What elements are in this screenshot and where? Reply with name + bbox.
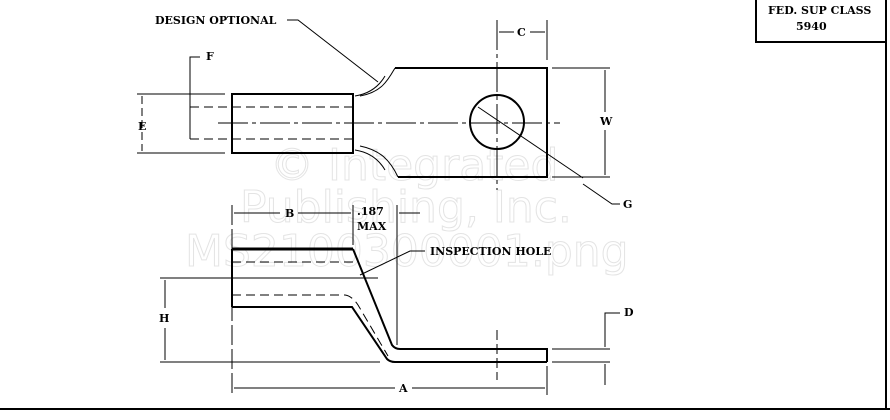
dim-w-label: W	[599, 115, 613, 128]
svg-text:MS2100300001.png: MS2100300001.png	[185, 226, 629, 277]
inspection-hole-label: INSPECTION HOLE	[430, 245, 551, 258]
dim-f-label: F	[206, 50, 214, 63]
dim-d-label: D	[624, 306, 634, 319]
dim-b-label: B	[285, 207, 294, 220]
top-view: E F C W G DESIGN OPTIONAL	[137, 14, 632, 211]
dim-h-label: H	[159, 312, 169, 325]
dim-a-label: A	[398, 382, 408, 395]
svg-text:FED. SUP CLASS: FED. SUP CLASS	[768, 4, 871, 17]
dim-e-label: E	[138, 120, 146, 133]
design-optional-label: DESIGN OPTIONAL	[155, 14, 277, 27]
dim-187-label: .187	[357, 205, 384, 218]
svg-text:Publishing, Inc.: Publishing, Inc.	[240, 182, 572, 233]
class-box: FED. SUP CLASS 5940	[755, 0, 886, 43]
svg-text:5940: 5940	[796, 20, 827, 33]
side-view: H A B .187 MAX INSPECTION HOLE D	[159, 205, 634, 395]
svg-text:© Integrated: © Integrated	[270, 140, 558, 191]
dim-g-label: G	[623, 198, 632, 211]
watermark: © Integrated Publishing, Inc. MS21003000…	[185, 140, 630, 278]
dim-max-label: MAX	[357, 220, 387, 233]
dim-c-label: C	[517, 26, 526, 39]
